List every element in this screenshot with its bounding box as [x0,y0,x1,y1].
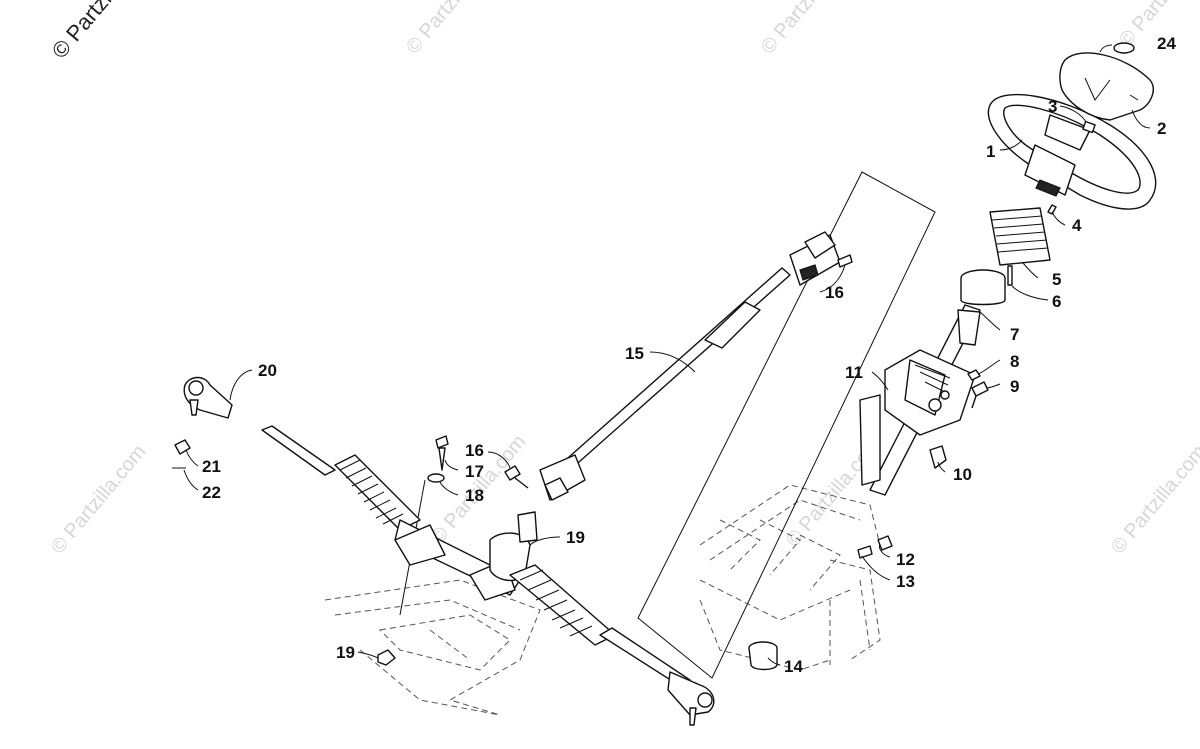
shaft-group-box [637,171,936,679]
column-upper-shaft [957,309,981,346]
callout-16-lower: 16 [465,441,484,460]
callout-14: 14 [784,657,803,676]
pin-6 [1007,265,1013,286]
steering-wheel [987,93,1157,210]
callout-1: 1 [986,142,995,161]
bearing-ring [960,269,1006,306]
watermark: © Partzilla.com [1107,441,1200,558]
nut-3 [1082,120,1096,134]
callout-18: 18 [465,486,484,505]
intermediate-shaft [539,231,841,501]
frame-outline-right [699,484,881,671]
callout-4: 4 [1072,216,1082,235]
bolt-9 [971,381,989,409]
callout-12: 12 [896,550,915,569]
steering-rack [261,425,691,687]
bushing-14 [748,641,778,671]
callout-7: 7 [1010,325,1019,344]
tie-rod-end-right [667,671,715,726]
emblem [1113,42,1135,54]
bolt-16-upper [837,254,853,268]
watermark: © Partzilla.com [402,0,505,58]
column-boot [989,207,1051,266]
watermark: © Partzilla.com [757,0,860,58]
nut-12 [877,535,893,551]
callout-23: 22 [202,483,221,502]
callout-11: 11 [845,363,863,382]
copyright-watermark: © Partzilla.com [47,0,161,63]
callout-20: 19 [566,528,585,547]
leader-lines [183,44,1151,666]
washer-13 [857,545,873,559]
callout-19: 19 [336,643,355,662]
callout-3: 3 [1048,97,1057,116]
callout-24: 24 [1157,34,1176,53]
nut-19 [377,649,396,666]
callout-16-upper: 16 [825,283,844,302]
bolt-17 [435,435,449,471]
callout-5: 5 [1052,270,1061,289]
callout-10: 10 [953,465,972,484]
watermark: © Partzilla.com [47,441,150,558]
tie-rod-end-left [183,376,233,419]
screw-4 [1047,204,1057,215]
callout-6: 6 [1052,292,1061,311]
frame-outline-left [324,579,541,716]
callout-labels: 24 3 2 1 4 5 6 7 8 9 11 10 12 13 14 16 1… [202,34,1176,676]
horn-cover [1059,52,1154,121]
clip-10 [929,445,947,469]
callout-2: 2 [1157,119,1166,138]
callout-17: 17 [465,462,484,481]
callout-8: 8 [1010,352,1019,371]
callout-9: 9 [1010,377,1019,396]
callout-22: 21 [202,457,221,476]
horn-cover-detail [1084,77,1139,101]
callout-21: 20 [258,361,277,380]
bolt-8 [967,369,981,381]
bolt-16-lower [504,465,529,489]
nut-22 [174,439,191,455]
washer-18 [427,473,445,483]
column-bracket [859,349,976,486]
callout-15: 15 [625,344,644,363]
callout-13: 13 [896,572,915,591]
